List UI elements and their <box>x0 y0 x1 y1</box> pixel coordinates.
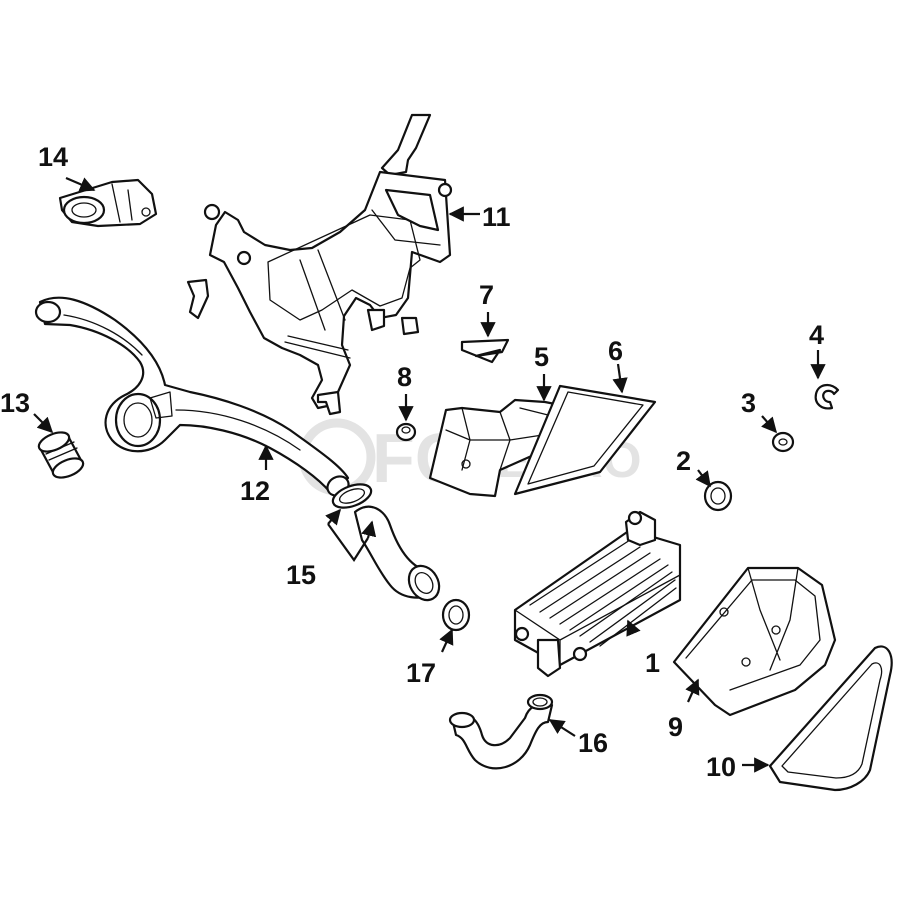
part-10-seal <box>768 645 893 792</box>
callout-12: 12 <box>240 476 270 506</box>
callout-5: 5 <box>534 342 549 372</box>
part-1-intercooler <box>513 510 682 678</box>
callout-15: 15 <box>286 560 316 590</box>
part-8-grommet <box>395 422 417 442</box>
callout-16: 16 <box>578 728 608 758</box>
callout-11: 11 <box>482 202 511 232</box>
part-7-clip <box>460 338 510 364</box>
part-6-seal-frame <box>513 384 657 496</box>
callout-7: 7 <box>479 280 494 310</box>
callout-10: 10 <box>706 752 736 782</box>
part-16-small-hose <box>448 693 554 770</box>
callout-6: 6 <box>608 336 623 366</box>
part-13-grommet <box>37 431 85 479</box>
part-12-intake-pipe <box>34 296 350 497</box>
callout-9: 9 <box>668 712 683 742</box>
callout-3: 3 <box>741 388 756 418</box>
callout-1: 1 <box>645 648 660 678</box>
part-15-hose-clamp <box>331 483 441 602</box>
part-2-grommet <box>703 480 733 512</box>
part-11-carrier-frame <box>186 113 453 416</box>
callout-14: 14 <box>38 142 68 172</box>
callout-13: 13 <box>0 388 30 418</box>
callout-8: 8 <box>397 362 412 392</box>
part-3-washer <box>771 431 795 453</box>
part-9-air-guide <box>672 566 837 717</box>
callout-17: 17 <box>406 658 436 688</box>
part-17-o-ring <box>441 598 471 632</box>
callout-2: 2 <box>676 446 691 476</box>
callout-labels: 1 2 3 4 5 6 7 8 9 10 11 12 13 14 15 16 1… <box>0 142 824 782</box>
part-14-mount-bracket <box>58 178 158 228</box>
leader-lines <box>33 176 826 773</box>
callout-4: 4 <box>809 320 824 350</box>
part-4-clip-ring <box>814 384 840 410</box>
